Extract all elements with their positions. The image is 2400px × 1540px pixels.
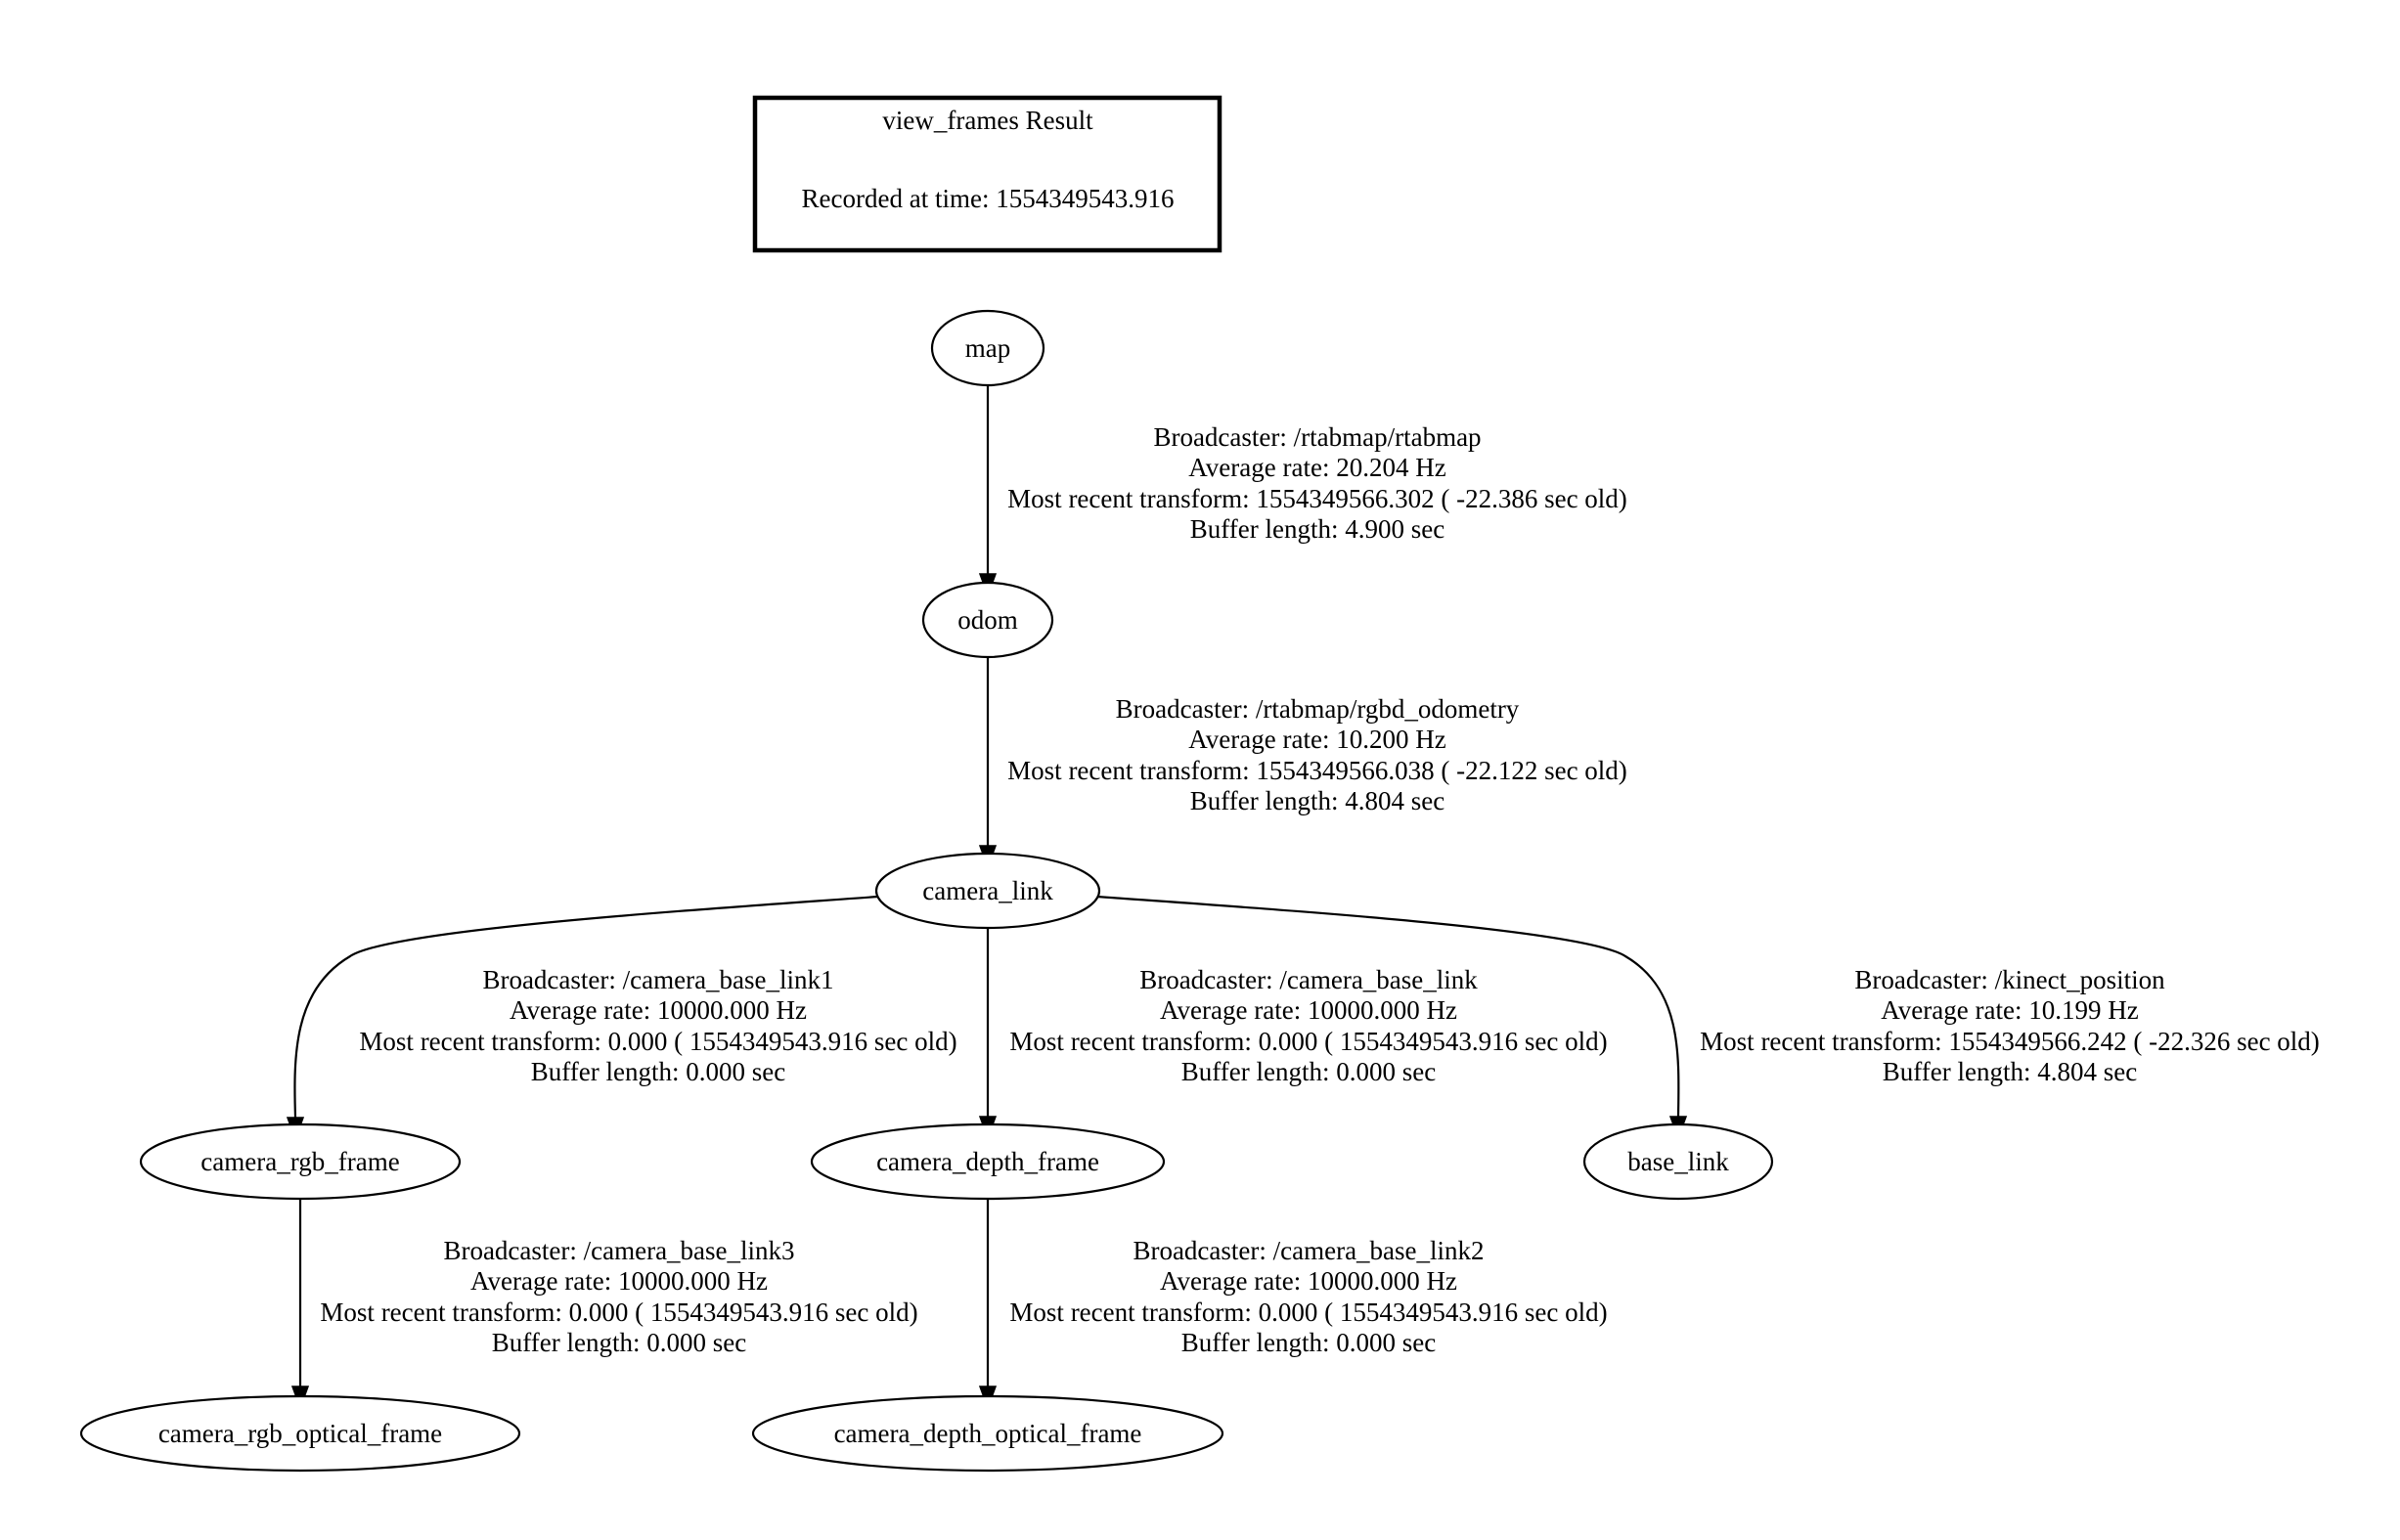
- edge-recent-transform: Most recent transform: 1554349566.038 ( …: [1007, 756, 1627, 785]
- edge-average-rate: Average rate: 10000.000 Hz: [470, 1266, 768, 1296]
- edge-label-camera-link-base: Broadcaster: /kinect_position Average ra…: [1700, 965, 2320, 1086]
- node-camera-rgb-optical-frame[interactable]: camera_rgb_optical_frame: [79, 1394, 521, 1473]
- edge-average-rate: Average rate: 20.204 Hz: [1188, 453, 1445, 482]
- edge-buffer-length: Buffer length: 0.000 sec: [1181, 1057, 1436, 1086]
- edge-average-rate: Average rate: 10000.000 Hz: [1160, 1266, 1457, 1296]
- edge-label-map-odom: Broadcaster: /rtabmap/rtabmap Average ra…: [1007, 422, 1627, 544]
- node-label: camera_rgb_optical_frame: [158, 1419, 442, 1448]
- node-label: odom: [957, 605, 1018, 635]
- header-box: view_frames Result Recorded at time: 155…: [752, 95, 1222, 253]
- edge-label-odom-camera-link: Broadcaster: /rtabmap/rgbd_odometry Aver…: [1007, 694, 1627, 815]
- node-label: camera_rgb_frame: [200, 1147, 399, 1176]
- node-camera-depth-optical-frame[interactable]: camera_depth_optical_frame: [751, 1394, 1224, 1473]
- node-label: camera_depth_optical_frame: [834, 1419, 1142, 1448]
- edge-map-odom: [978, 386, 998, 598]
- edge-average-rate: Average rate: 10.200 Hz: [1188, 725, 1445, 754]
- edge-average-rate: Average rate: 10000.000 Hz: [1160, 995, 1457, 1025]
- edge-label-depth-optical: Broadcaster: /camera_base_link2 Average …: [1009, 1236, 1607, 1357]
- edge-buffer-length: Buffer length: 4.900 sec: [1190, 514, 1444, 544]
- edge-depth-frame-depth-optical: [978, 1200, 998, 1411]
- edge-average-rate: Average rate: 10000.000 Hz: [510, 995, 807, 1025]
- node-base-link[interactable]: base_link: [1582, 1122, 1774, 1201]
- edge-buffer-length: Buffer length: 4.804 sec: [1883, 1057, 2137, 1086]
- edge-recent-transform: Most recent transform: 0.000 ( 155434954…: [320, 1298, 917, 1327]
- edge-broadcaster: Broadcaster: /camera_base_link: [1139, 965, 1478, 994]
- edge-broadcaster: Broadcaster: /rtabmap/rgbd_odometry: [1116, 694, 1520, 724]
- edge-recent-transform: Most recent transform: 0.000 ( 155434954…: [1009, 1027, 1607, 1056]
- node-odom[interactable]: odom: [921, 581, 1054, 659]
- node-map[interactable]: map: [930, 309, 1045, 387]
- edge-buffer-length: Buffer length: 4.804 sec: [1190, 786, 1444, 815]
- edge-odom-camera-link: [978, 658, 998, 870]
- edge-label-camera-link-rgb: Broadcaster: /camera_base_link1 Average …: [359, 965, 956, 1086]
- edge-label-camera-link-depth: Broadcaster: /camera_base_link Average r…: [1009, 965, 1607, 1086]
- header-recorded-time: Recorded at time: 1554349543.916: [802, 184, 1175, 213]
- node-label: camera_depth_frame: [876, 1147, 1099, 1176]
- node-camera-depth-frame[interactable]: camera_depth_frame: [810, 1122, 1166, 1201]
- edge-buffer-length: Buffer length: 0.000 sec: [492, 1328, 746, 1357]
- edge-average-rate: Average rate: 10.199 Hz: [1881, 995, 2138, 1025]
- edge-broadcaster: Broadcaster: /camera_base_link2: [1133, 1236, 1484, 1265]
- node-label: map: [965, 333, 1011, 363]
- edge-buffer-length: Buffer length: 0.000 sec: [1181, 1328, 1436, 1357]
- edge-broadcaster: Broadcaster: /camera_base_link1: [482, 965, 833, 994]
- edge-camera-link-depth-frame: [978, 929, 998, 1141]
- edge-recent-transform: Most recent transform: 0.000 ( 155434954…: [359, 1027, 956, 1056]
- edge-broadcaster: Broadcaster: /kinect_position: [1854, 965, 2165, 994]
- edge-recent-transform: Most recent transform: 1554349566.242 ( …: [1700, 1027, 2320, 1056]
- node-camera-link[interactable]: camera_link: [874, 852, 1101, 930]
- edge-broadcaster: Broadcaster: /rtabmap/rtabmap: [1153, 422, 1481, 452]
- edge-broadcaster: Broadcaster: /camera_base_link3: [443, 1236, 794, 1265]
- edge-label-rgb-optical: Broadcaster: /camera_base_link3 Average …: [320, 1236, 917, 1357]
- node-camera-rgb-frame[interactable]: camera_rgb_frame: [139, 1122, 462, 1201]
- edge-rgb-frame-rgb-optical: [290, 1200, 310, 1411]
- edge-recent-transform: Most recent transform: 1554349566.302 ( …: [1007, 484, 1627, 513]
- node-label: camera_link: [922, 876, 1053, 905]
- node-label: base_link: [1627, 1147, 1729, 1176]
- header-title: view_frames Result: [882, 106, 1093, 135]
- edge-recent-transform: Most recent transform: 0.000 ( 155434954…: [1009, 1298, 1607, 1327]
- edge-buffer-length: Buffer length: 0.000 sec: [531, 1057, 785, 1086]
